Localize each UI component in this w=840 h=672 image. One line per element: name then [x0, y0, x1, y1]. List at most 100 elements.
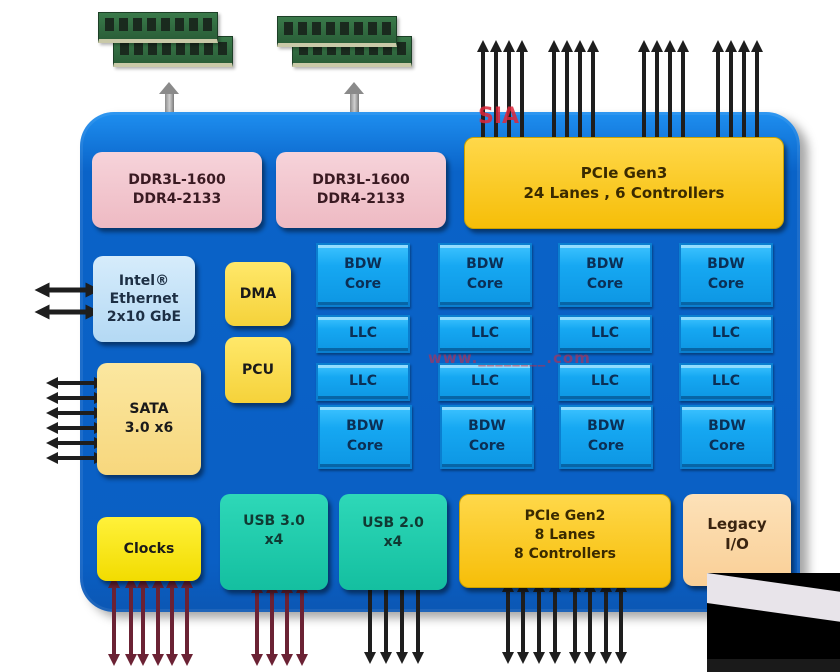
up-arrow-icon — [344, 82, 364, 94]
llc-label: LLC — [348, 325, 378, 342]
memory-controller-1-line1: DDR3L-1600 — [128, 172, 226, 189]
memory-chip — [354, 22, 363, 35]
memory-chip — [120, 42, 129, 55]
llc-label: LLC — [590, 373, 620, 390]
pcie-gen3-block: PCIe Gen3 24 Lanes , 6 Controllers — [464, 137, 784, 229]
memory-module — [277, 16, 397, 47]
memory-chip — [189, 18, 198, 31]
legacy-io-block: Legacy I/O — [683, 494, 791, 586]
window-edge — [707, 659, 840, 672]
core-label: Core — [344, 276, 382, 292]
memory-chip — [105, 18, 114, 31]
bdw-core: BDW Core — [440, 405, 534, 469]
bdw-core: BDW Core — [316, 243, 410, 307]
memory-controller-2-line2: DDR4-2133 — [316, 191, 406, 207]
memory-chip — [148, 42, 157, 55]
sia-badge: SIA — [478, 104, 520, 129]
usb3-label: USB 3.0 — [243, 513, 305, 529]
memory-chip — [134, 42, 143, 55]
bdw-core: BDW Core — [318, 405, 412, 469]
pcu-label: PCU — [242, 361, 274, 378]
core-label: BDW — [468, 418, 506, 435]
pcie-gen3-title: PCIe Gen3 — [580, 163, 668, 182]
sata-spec: 3.0 x6 — [124, 420, 174, 436]
clocks-label: Clocks — [123, 540, 175, 557]
usb2-count: x4 — [383, 533, 403, 550]
memory-chip — [162, 42, 171, 55]
core-label: Core — [707, 276, 745, 292]
usb3-count: x4 — [264, 531, 284, 548]
llc-slice: LLC — [558, 363, 652, 401]
core-label: Core — [466, 276, 504, 292]
bdw-core: BDW Core — [679, 243, 773, 307]
memory-controller-1-line2: DDR4-2133 — [132, 191, 222, 207]
memory-chip — [218, 42, 227, 55]
pcie-gen2-title: PCIe Gen2 — [524, 508, 606, 524]
core-label: BDW — [707, 256, 745, 273]
watermark: www.________.com — [428, 349, 591, 367]
memory-chip — [341, 42, 350, 55]
memory-chip — [340, 22, 349, 35]
llc-label: LLC — [711, 325, 741, 342]
legacy-io-label: Legacy — [707, 515, 767, 533]
window-titlebar — [707, 573, 840, 623]
memory-chip — [368, 22, 377, 35]
core-label: BDW — [586, 256, 624, 273]
memory-chip — [176, 42, 185, 55]
bdw-core: BDW Core — [558, 243, 652, 307]
llc-slice: LLC — [316, 363, 410, 401]
ethernet-speed: 2x10 GbE — [106, 309, 182, 326]
usb2-block: USB 2.0 x4 — [339, 494, 447, 590]
memory-chip — [355, 42, 364, 55]
core-label: Core — [346, 438, 384, 454]
memory-chip — [327, 42, 336, 55]
memory-chip — [369, 42, 378, 55]
dma-label: DMA — [239, 285, 277, 302]
llc-label: LLC — [711, 373, 741, 390]
core-label: BDW — [344, 256, 382, 273]
memory-chip — [313, 42, 322, 55]
memory-chip — [133, 18, 142, 31]
memory-chip — [190, 42, 199, 55]
clocks-block: Clocks — [97, 517, 201, 581]
overlapping-window-fragment — [707, 573, 840, 672]
llc-label: LLC — [348, 373, 378, 390]
usb2-label: USB 2.0 — [362, 515, 424, 531]
core-label: Core — [586, 276, 624, 292]
memory-chip — [298, 22, 307, 35]
pcu-block: PCU — [225, 337, 291, 403]
memory-chip — [203, 18, 212, 31]
ethernet-label: Ethernet — [109, 290, 179, 307]
memory-chip — [161, 18, 170, 31]
llc-slice: LLC — [558, 315, 652, 353]
llc-label: LLC — [590, 325, 620, 342]
llc-label: LLC — [470, 325, 500, 342]
usb3-block: USB 3.0 x4 — [220, 494, 328, 590]
memory-controller-2-line1: DDR3L-1600 — [312, 172, 410, 189]
ethernet-block: Intel® Ethernet 2x10 GbE — [93, 256, 195, 342]
core-label: BDW — [587, 418, 625, 435]
memory-chip — [383, 42, 392, 55]
ethernet-brand: Intel® — [118, 272, 170, 289]
memory-controller-2: DDR3L-1600 DDR4-2133 — [276, 152, 446, 228]
memory-chip — [397, 42, 406, 55]
llc-slice: LLC — [679, 363, 773, 401]
core-label: BDW — [708, 418, 746, 435]
memory-chip — [147, 18, 156, 31]
pcie-gen2-lanes: 8 Lanes — [534, 526, 596, 543]
core-label: BDW — [346, 418, 384, 435]
memory-chip — [119, 18, 128, 31]
memory-module — [98, 12, 218, 43]
memory-chip — [312, 22, 321, 35]
pcie-gen2-controllers: 8 Controllers — [513, 545, 617, 562]
pcie-gen2-block: PCIe Gen2 8 Lanes 8 Controllers — [459, 494, 671, 588]
llc-slice: LLC — [438, 315, 532, 353]
memory-chip — [326, 22, 335, 35]
memory-controller-1: DDR3L-1600 DDR4-2133 — [92, 152, 262, 228]
llc-slice: LLC — [316, 315, 410, 353]
core-label: Core — [468, 438, 506, 454]
